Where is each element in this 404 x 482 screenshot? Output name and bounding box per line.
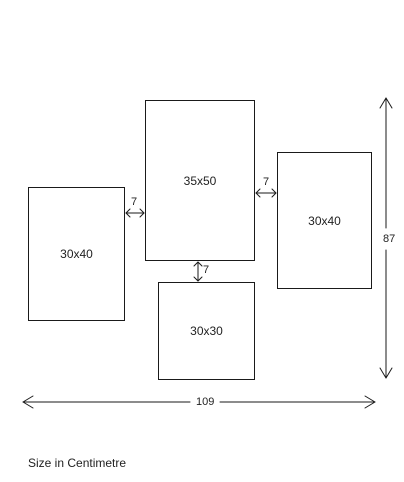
frame-right-size-label: 30x40 — [308, 213, 341, 228]
frame-left: 30x40 — [28, 187, 125, 321]
frame-top-center-size-label: 35x50 — [183, 173, 217, 188]
gap-center-bottom-arrow — [193, 261, 203, 282]
frame-bottom-center: 30x30 — [158, 282, 255, 380]
gap-center-right-arrow — [255, 188, 277, 198]
frame-left-size-label: 30x40 — [60, 247, 93, 261]
gap-left-center-arrow — [125, 208, 145, 218]
gap-left-center-label: 7 — [131, 196, 138, 208]
frame-bottom-center-size-label: 30x30 — [190, 324, 223, 338]
total-height-label: 87 — [383, 233, 396, 245]
total-width-label: 109 — [196, 396, 215, 408]
gap-center-bottom-label: 7 — [203, 264, 210, 276]
frame-top-center: 35x50 — [145, 100, 255, 261]
frame-right: 30x40 — [277, 152, 372, 289]
units-caption: Size in Centimetre — [28, 456, 127, 470]
gap-center-right-label: 7 — [263, 176, 270, 188]
